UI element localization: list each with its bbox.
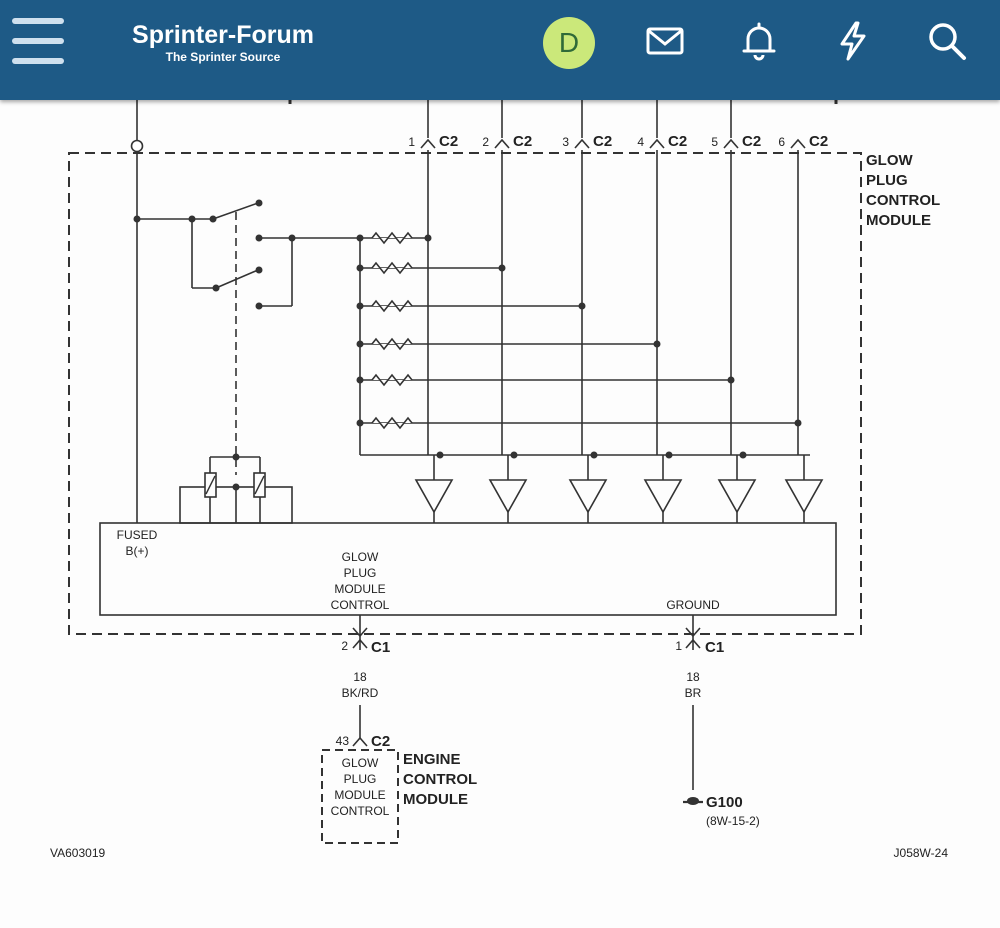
pin-label-1: 1 <box>408 135 415 149</box>
wire-right-gauge: 18 <box>686 670 700 684</box>
app-header: Sprinter-Forum The Sprinter Source D <box>0 0 1000 100</box>
inner-control-label-2: PLUG <box>344 566 377 580</box>
wire-left-color: BK/RD <box>342 686 379 700</box>
ecm-title-line-3: MODULE <box>403 791 468 808</box>
connector-label-c2-4: C2 <box>668 133 687 150</box>
search-icon[interactable] <box>924 18 970 64</box>
ground-ref-label: (8W-15-2) <box>706 814 760 828</box>
fused-label-line-1: FUSED <box>117 528 158 542</box>
connector-label-c2-2: C2 <box>513 133 532 150</box>
connector-label-c2-6: C2 <box>809 133 828 150</box>
site-logo[interactable]: Sprinter-Forum The Sprinter Source <box>128 20 318 64</box>
ecm-pin-label: 43 <box>336 734 350 748</box>
site-subtitle: The Sprinter Source <box>165 50 281 64</box>
ecm-title-line-2: CONTROL <box>403 771 477 788</box>
mail-icon[interactable] <box>642 18 688 64</box>
ecm-inner-label-3: MODULE <box>334 788 385 802</box>
ecm-connector-label: C2 <box>371 733 390 750</box>
bell-icon[interactable] <box>736 18 782 64</box>
pin-left-label: 2 <box>341 639 348 653</box>
lightning-icon[interactable] <box>830 18 876 64</box>
menu-icon[interactable] <box>12 18 64 64</box>
footer-left-code: VA603019 <box>50 846 105 860</box>
wire-left-gauge: 18 <box>353 670 367 684</box>
module-title-line-2: PLUG <box>866 172 908 189</box>
ecm-inner-label-2: PLUG <box>344 772 377 786</box>
avatar[interactable]: D <box>543 17 595 69</box>
pin-label-2: 2 <box>482 135 489 149</box>
connector-label-c2-3: C2 <box>593 133 612 150</box>
inner-control-label-1: GLOW <box>342 550 379 564</box>
inner-control-label-4: CONTROL <box>331 598 390 612</box>
ecm-inner-label-1: GLOW <box>342 756 379 770</box>
footer-right-code: J058W-24 <box>894 846 949 860</box>
ground-point-label: G100 <box>706 794 743 811</box>
ecm-title-line-1: ENGINE <box>403 751 461 768</box>
module-title-line-1: GLOW <box>866 152 913 169</box>
connector-label-c2-5: C2 <box>742 133 761 150</box>
pin-right-label: 1 <box>675 639 682 653</box>
pin-label-3: 3 <box>562 135 569 149</box>
module-title-line-4: MODULE <box>866 212 931 229</box>
pin-label-6: 6 <box>778 135 785 149</box>
pin-label-5: 5 <box>711 135 718 149</box>
wire-right-color: BR <box>685 686 702 700</box>
pin-label-4: 4 <box>637 135 644 149</box>
fused-label-line-2: B(+) <box>125 544 148 558</box>
ecm-inner-label-4: CONTROL <box>331 804 390 818</box>
connector-label-c1-left: C1 <box>371 639 390 656</box>
site-title: Sprinter-Forum <box>132 21 314 49</box>
module-title-line-3: CONTROL <box>866 192 940 209</box>
ground-label: GROUND <box>666 598 720 612</box>
inner-control-label-3: MODULE <box>334 582 385 596</box>
connector-label-c1-right: C1 <box>705 639 724 656</box>
connector-label-c2-1: C2 <box>439 133 458 150</box>
